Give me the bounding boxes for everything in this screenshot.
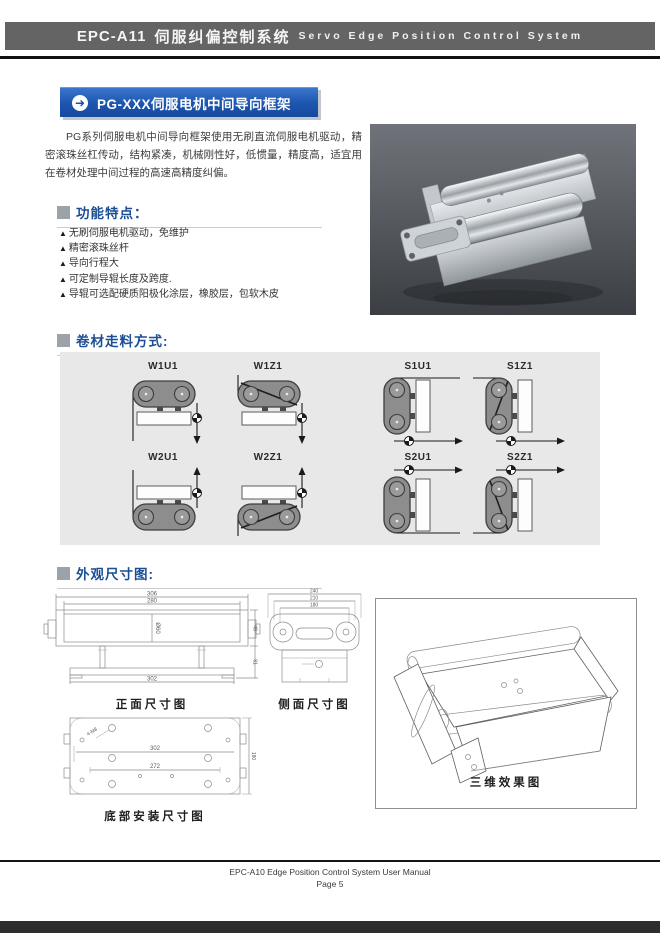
square-bullet-icon (57, 566, 70, 580)
product-title-banner: ➜ PG-XXX伺服电机中间导向框架 (60, 87, 318, 117)
dim-180b: 180 (250, 752, 256, 761)
triangle-bullet-icon: ▲ (59, 259, 67, 269)
mode-label: W2U1 (148, 452, 178, 463)
triangle-bullet-icon: ▲ (59, 244, 67, 254)
footer: EPC-A10 Edge Position Control System Use… (0, 866, 660, 890)
dimensions-heading: 外观尺寸图: (57, 563, 322, 589)
mode-label: W2Z1 (253, 452, 283, 463)
square-bullet-icon (57, 205, 70, 219)
arrow-circle-icon: ➜ (72, 94, 88, 111)
web-path-heading-text: 卷材走料方式: (76, 334, 169, 349)
header-model: EPC-A11 (76, 27, 147, 45)
dim-280: 280 (147, 599, 158, 605)
dim-302: 302 (147, 677, 158, 683)
mode-label: S2Z1 (507, 452, 533, 463)
front-view-drawing: 306 280 Ø60 302 48 81 正面尺寸图 (42, 590, 262, 712)
feature-text: 导向行程大 (68, 258, 119, 270)
footer-manual-title: EPC-A10 Edge Position Control System Use… (229, 867, 431, 877)
side-view-svg: 240 210 180 (267, 589, 362, 683)
triangle-bullet-icon: ▲ (59, 229, 67, 238)
feature-text: 可定制导辊长度及跨度. (68, 273, 172, 285)
feature-item: ▲无刷伺服电机驱动，免维护 (59, 226, 279, 241)
dim-180: 180 (310, 603, 319, 609)
feature-text: 导辊可选配硬质阳极化涂层，橡胶层，包软木皮 (68, 288, 279, 300)
page-header: EPC-A11 伺服纠偏控制系统 Servo Edge Position Con… (5, 22, 655, 50)
header-title-en: Servo Edge Position Control System (298, 30, 584, 42)
web-path-mode-s2z1: S2Z1 (470, 452, 570, 543)
footer-divider (0, 860, 660, 862)
dim-272: 272 (150, 764, 161, 770)
product-photo (370, 124, 636, 315)
side-view-caption: 侧面尺寸图 (278, 699, 351, 711)
mode-label: W1U1 (148, 361, 178, 372)
web-path-diagram (132, 380, 202, 444)
dim-210: 210 (310, 596, 319, 602)
footer-page-number: Page 5 (316, 879, 344, 889)
hole-label-4m8: 4-M8 (86, 726, 99, 737)
front-view-caption: 正面尺寸图 (115, 699, 189, 711)
web-path-diagram (383, 377, 463, 446)
product-description: PG系列伺服电机中间导向框架使用无刷直流伺服电机驱动，精密滚珠丝杠传动，结构紧凑… (45, 131, 362, 179)
triangle-bullet-icon: ▲ (59, 274, 67, 284)
web-path-mode-s1u1: S1U1 (368, 361, 468, 452)
dim-306: 306 (147, 592, 158, 598)
web-path-diagram (132, 467, 202, 531)
dim-d60: Ø60 (154, 622, 160, 634)
bottom-view-svg: 302 272 4-M8 180 (63, 717, 256, 795)
product-title: PG-XXX伺服电机中间导向框架 (97, 96, 292, 112)
iso-view-caption: 三维效果图 (469, 777, 543, 789)
side-view-drawing: 240 210 180 侧面尺寸图 (262, 588, 367, 712)
features-heading: 功能特点： (57, 202, 322, 228)
web-path-mode-w1z1: W1Z1 (218, 361, 318, 452)
web-path-diagram-panel: W1U1 W1Z1 (60, 352, 600, 545)
features-list: ▲无刷伺服电机驱动，免维护 ▲精密滚珠丝杆 ▲导向行程大 ▲可定制导辊长度及跨度… (59, 226, 279, 302)
feature-item: ▲可定制导辊长度及跨度. (59, 272, 279, 287)
feature-item: ▲精密滚珠丝杆 (59, 241, 279, 256)
mode-label: S1U1 (404, 361, 432, 372)
mode-label: S1Z1 (507, 361, 533, 372)
dim-48: 48 (252, 625, 258, 631)
web-path-mode-w1u1: W1U1 (113, 361, 213, 452)
web-path-mode-w2u1: W2U1 (113, 452, 213, 543)
dimensions-heading-text: 外观尺寸图: (76, 567, 154, 582)
bottom-bar (0, 921, 660, 933)
product-photo-render (370, 124, 636, 315)
web-path-mode-s2u1: S2U1 (368, 452, 468, 543)
header-divider (0, 56, 660, 59)
header-title-zh: 伺服纠偏控制系统 (154, 28, 291, 46)
web-path-diagram (473, 377, 565, 446)
web-path-mode-w2z1: W2Z1 (218, 452, 318, 543)
feature-text: 无刷伺服电机驱动，免维护 (68, 228, 189, 239)
feature-item: ▲导向行程大 (59, 256, 279, 271)
iso-view-box: 三维效果图 (375, 598, 637, 809)
bottom-view-caption: 底部安装尺寸图 (104, 811, 206, 823)
dim-302b: 302 (150, 746, 161, 752)
dim-81: 81 (252, 659, 258, 665)
web-path-diagram (473, 465, 565, 534)
web-path-diagram (237, 467, 307, 536)
feature-text: 精密滚珠丝杆 (68, 243, 129, 255)
triangle-bullet-icon: ▲ (59, 289, 67, 299)
web-path-diagram (383, 465, 463, 534)
mode-label: W1Z1 (253, 361, 283, 372)
web-path-mode-s1z1: S1Z1 (470, 361, 570, 452)
iso-view-svg (393, 626, 619, 784)
feature-item: ▲导辊可选配硬质阳极化涂层，橡胶层，包软木皮 (59, 287, 279, 302)
square-bullet-icon (57, 333, 70, 347)
mode-label: S2U1 (404, 452, 432, 463)
bottom-view-drawing: 302 272 4-M8 180 底部安装尺寸图 (50, 712, 260, 824)
features-heading-text: 功能特点： (76, 206, 149, 221)
dim-240: 240 (310, 589, 319, 595)
front-view-svg: 306 280 Ø60 302 48 81 (43, 592, 261, 684)
web-path-diagram (237, 375, 307, 444)
